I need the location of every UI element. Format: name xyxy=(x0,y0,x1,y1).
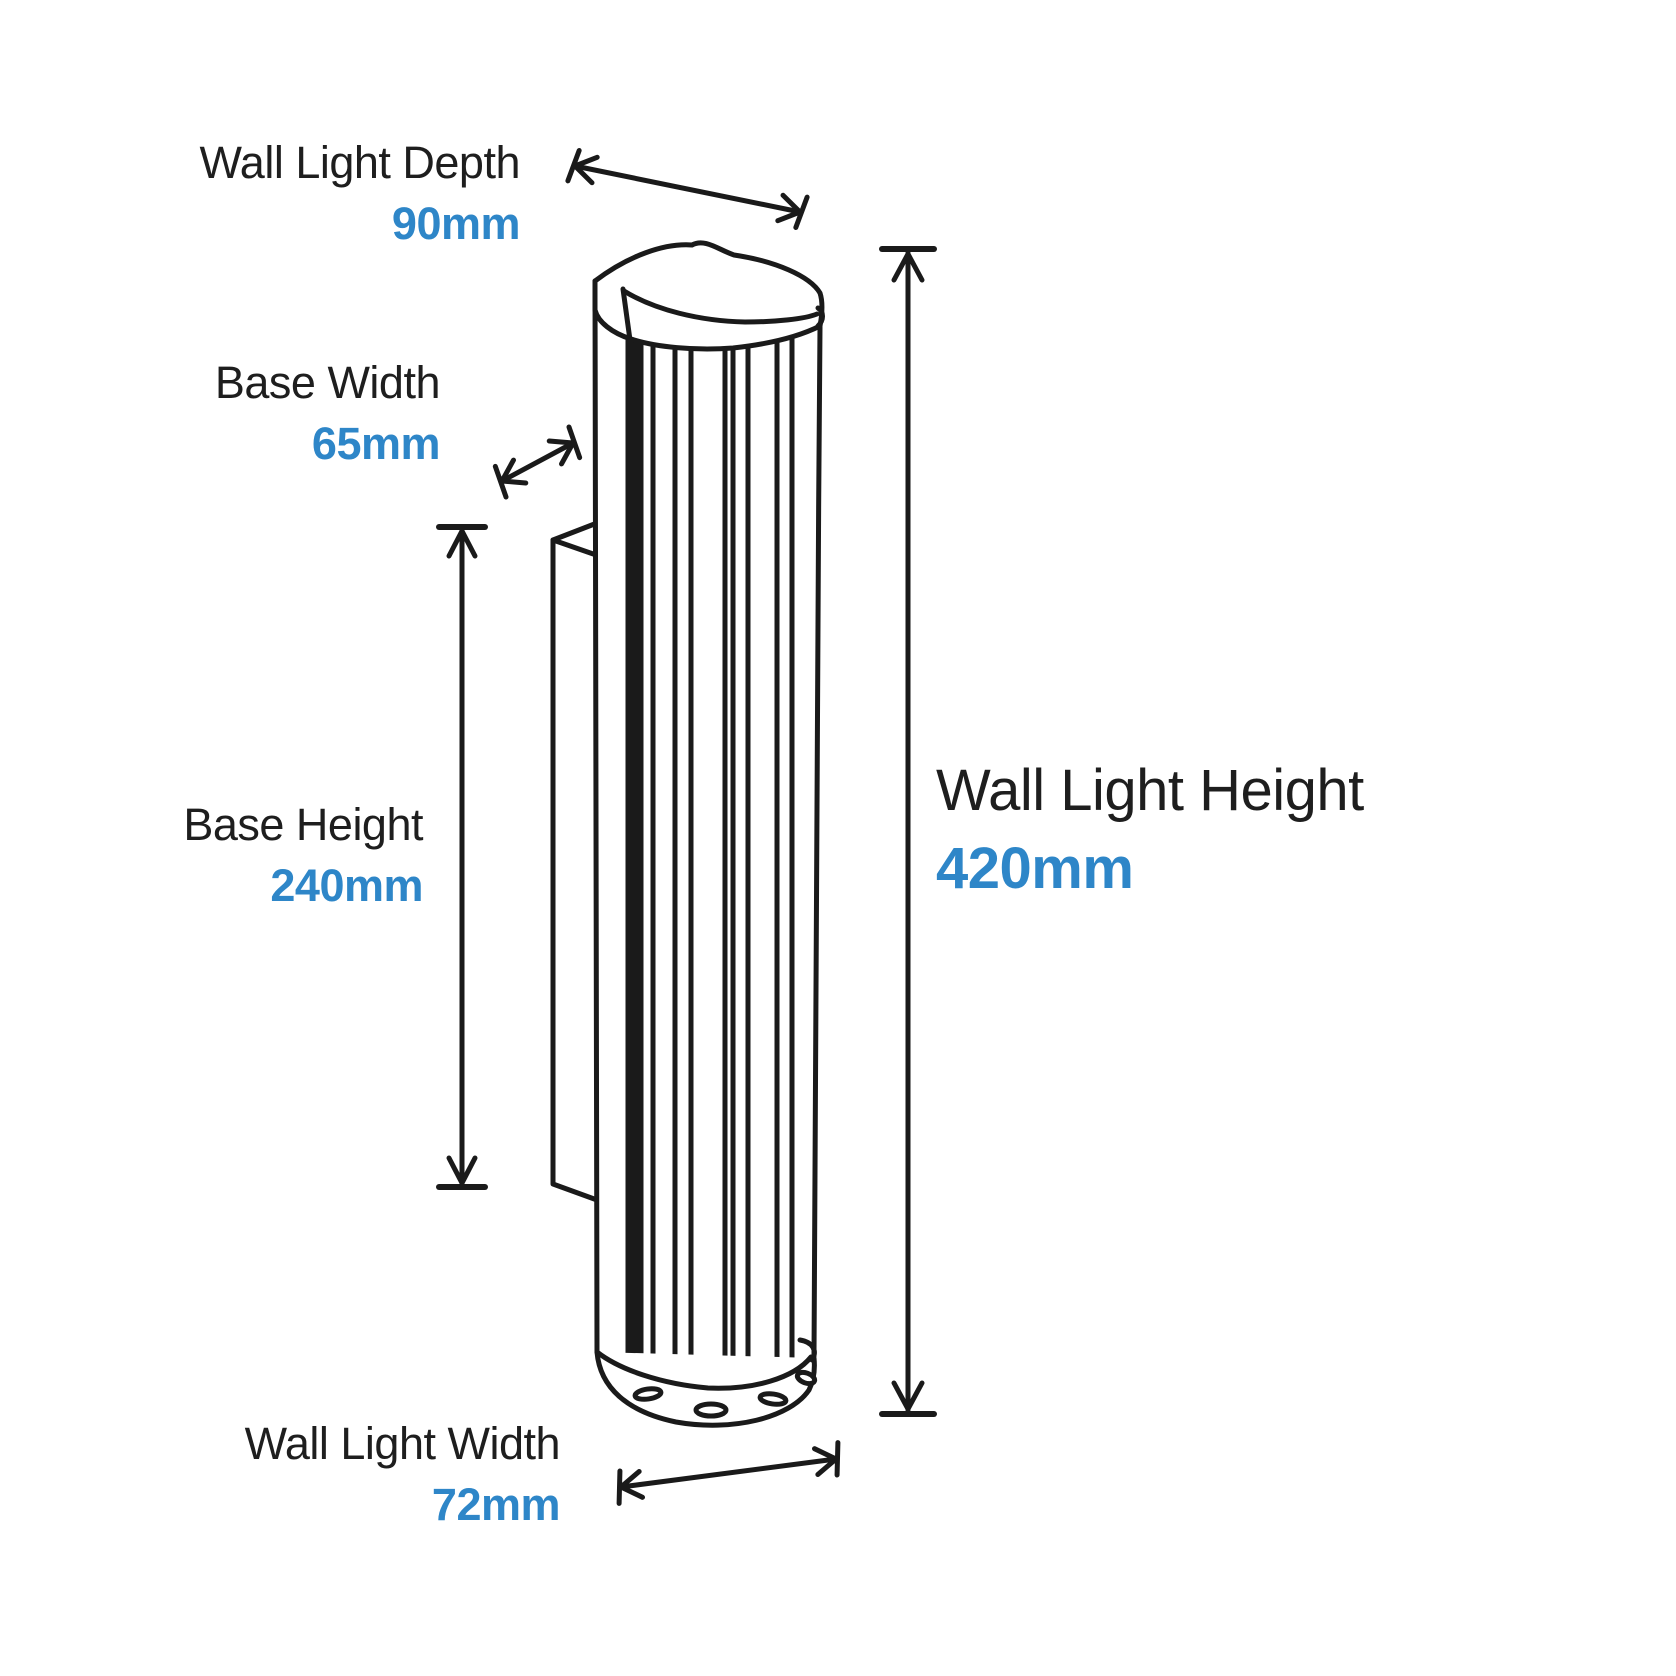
base-width-label: Base Width xyxy=(214,357,441,408)
body-left-edge xyxy=(592,278,600,1355)
dimension-wall-light-height: Wall Light Height 420mm xyxy=(936,756,1496,903)
wall-light-height-value: 420mm xyxy=(936,835,1134,901)
wall-light-width-label: Wall Light Width xyxy=(244,1418,561,1469)
dimension-wall-light-width: Wall Light Width 72mm xyxy=(220,1414,561,1536)
base-height-value: 240mm xyxy=(270,859,423,911)
base-height-dimension-line xyxy=(436,524,488,1190)
base-width-dimension-arrow xyxy=(492,424,583,500)
wall-width-dimension-arrow xyxy=(616,1440,841,1506)
depth-dimension-arrow xyxy=(565,148,810,230)
dimension-base-height: Base Height 240mm xyxy=(123,795,423,917)
dimension-wall-light-depth: Wall Light Depth 90mm xyxy=(120,133,521,255)
glass-ribs xyxy=(625,334,795,1390)
base-width-value: 65mm xyxy=(311,417,441,469)
dimension-base-width: Base Width 65mm xyxy=(140,353,441,475)
wall-light-depth-label: Wall Light Depth xyxy=(199,137,521,188)
wall-light-height-label: Wall Light Height xyxy=(936,758,1364,823)
wall-light-width-value: 72mm xyxy=(431,1478,561,1530)
base-height-label: Base Height xyxy=(183,799,423,850)
body-right-edge xyxy=(811,324,823,1359)
wall-light-drawing xyxy=(550,240,825,1428)
wall-height-dimension-line xyxy=(879,246,937,1417)
bottom-rim xyxy=(594,1337,818,1428)
wall-light-depth-value: 90mm xyxy=(391,197,521,249)
top-cap xyxy=(592,240,825,352)
back-plate xyxy=(550,520,602,1203)
